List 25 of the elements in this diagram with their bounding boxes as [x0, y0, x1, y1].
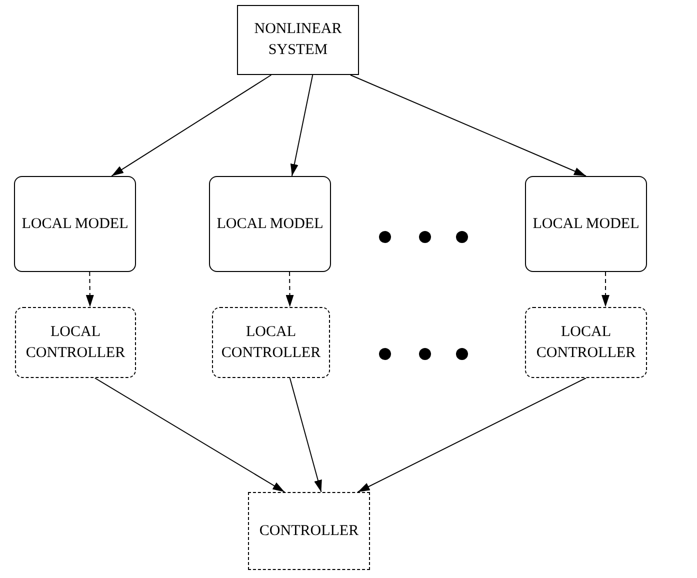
arrow: [602, 272, 610, 308]
arrow: [111, 74, 272, 176]
node-label: LOCAL CONTROLLER: [24, 322, 126, 362]
system-box: [237, 5, 359, 75]
arrow: [289, 378, 322, 492]
arrow: [286, 272, 294, 308]
node-label: LOCAL MODEL: [20, 214, 130, 234]
controller-box: [212, 307, 330, 378]
arrow: [350, 74, 586, 176]
controller-box: [15, 307, 136, 378]
node-label: LOCAL MODEL: [532, 214, 640, 234]
arrow: [94, 378, 286, 492]
arrow: [290, 74, 314, 176]
model-box: [525, 176, 647, 272]
controller-box: [525, 307, 647, 378]
node-label: CONTROLLER: [258, 522, 360, 540]
node-label: LOCAL CONTROLLER: [220, 322, 322, 362]
arrow: [86, 272, 94, 308]
node-label: LOCAL CONTROLLER: [535, 322, 637, 362]
arrow: [357, 378, 586, 492]
node-label: NONLINEAR SYSTEM: [253, 20, 343, 60]
node-label: LOCAL MODEL: [216, 214, 324, 234]
controller-box: [248, 492, 370, 570]
model-box: [209, 176, 331, 272]
model-box: [14, 176, 136, 272]
